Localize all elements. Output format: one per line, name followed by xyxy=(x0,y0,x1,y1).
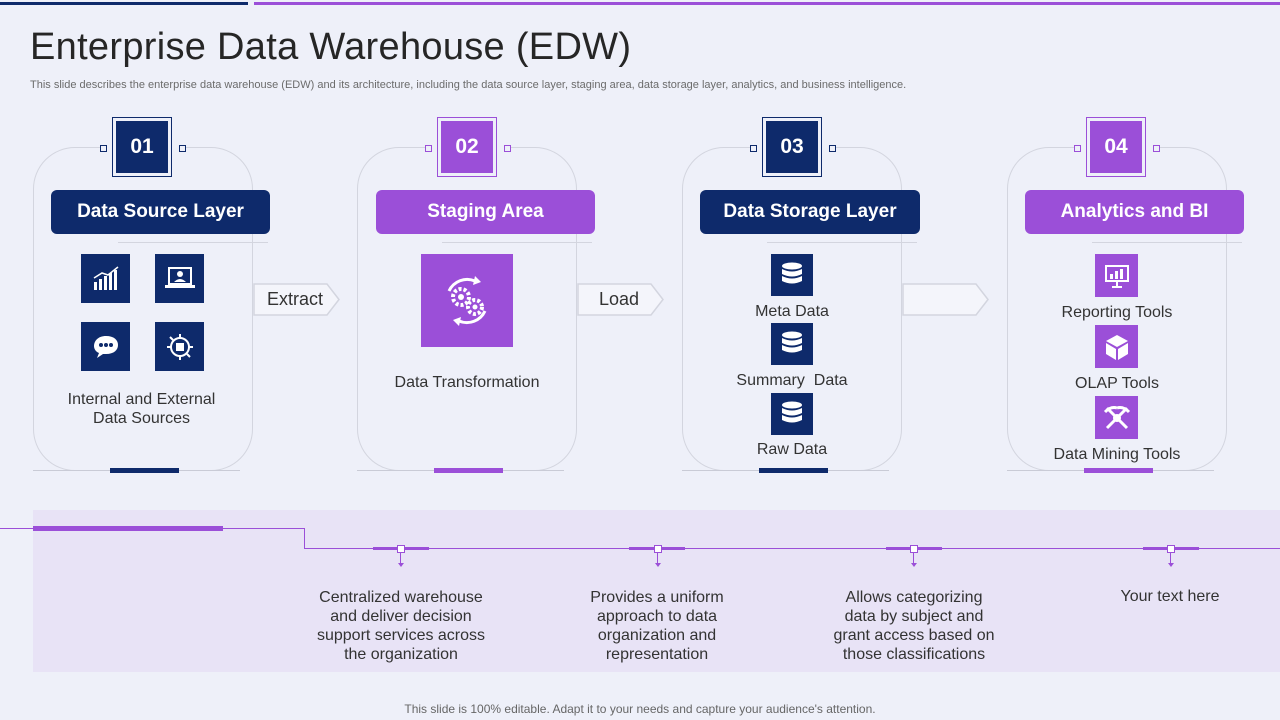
connector-dot xyxy=(179,145,186,152)
database-icon xyxy=(771,323,813,365)
label-line: Data Sources xyxy=(93,410,190,427)
load-arrow: Load xyxy=(577,283,665,316)
stage-title-button[interactable]: Data Storage Layer xyxy=(700,190,920,234)
analytics-item-label: Reporting Tools xyxy=(1061,304,1173,321)
card-accent-bar xyxy=(110,468,179,473)
cube-icon xyxy=(1095,325,1138,368)
mining-tools-icon xyxy=(1095,396,1138,439)
benefits-band xyxy=(33,510,1280,672)
label-line: Internal and External xyxy=(67,391,216,408)
chip-icon xyxy=(155,322,204,371)
chat-bubble-icon xyxy=(81,322,130,371)
stage-number-badge: 03 xyxy=(763,118,821,176)
connector-dot xyxy=(750,145,757,152)
connector-dot xyxy=(829,145,836,152)
storage-item-label: Raw Data xyxy=(756,441,828,458)
footer-note: This slide is 100% editable. Adapt it to… xyxy=(404,702,876,716)
arrow-label: Load xyxy=(599,289,640,309)
benefit-text: Your text here xyxy=(1120,588,1220,605)
stage-number-badge: 04 xyxy=(1087,118,1145,176)
stage-number-badge: 01 xyxy=(113,118,171,176)
page-title: Enterprise Data Warehouse (EDW) xyxy=(30,26,632,68)
analytics-item-label: Data Mining Tools xyxy=(1053,446,1181,463)
divider xyxy=(118,242,268,243)
storage-item-label: Summary Data xyxy=(736,372,848,389)
stage-number-badge: 02 xyxy=(438,118,496,176)
analytics-item-label: OLAP Tools xyxy=(1075,375,1159,392)
timeline-line xyxy=(304,548,1280,549)
arrow-label: Extract xyxy=(267,289,324,309)
gears-cycle-icon xyxy=(421,254,513,347)
database-icon xyxy=(771,254,813,296)
top-accent-bar-purple xyxy=(254,2,1280,5)
divider xyxy=(1092,242,1242,243)
stage-label: Data Transformation xyxy=(394,374,540,391)
page-subtitle: This slide describes the enterprise data… xyxy=(30,79,907,91)
connector-dot xyxy=(100,145,107,152)
connector-dot xyxy=(425,145,432,152)
divider xyxy=(442,242,592,243)
stage-label: Internal and External Data Sources xyxy=(40,390,243,428)
card-accent-bar xyxy=(759,468,828,473)
card-accent-bar xyxy=(434,468,503,473)
presentation-chart-icon xyxy=(1095,254,1138,297)
timeline-line xyxy=(304,528,305,549)
divider xyxy=(767,242,917,243)
stage-title-button[interactable]: Data Source Layer xyxy=(51,190,270,234)
connector-dot xyxy=(1153,145,1160,152)
laptop-user-icon xyxy=(155,254,204,303)
extract-arrow: Extract xyxy=(253,283,341,316)
connector-dot xyxy=(504,145,511,152)
database-icon xyxy=(771,393,813,435)
bar-chart-icon xyxy=(81,254,130,303)
blank-arrow xyxy=(902,283,990,316)
stage-title-button[interactable]: Analytics and BI xyxy=(1025,190,1244,234)
timeline-accent xyxy=(33,526,223,531)
stage-title-button[interactable]: Staging Area xyxy=(376,190,595,234)
card-accent-bar xyxy=(1084,468,1153,473)
storage-item-label: Meta Data xyxy=(755,303,829,320)
connector-dot xyxy=(1074,145,1081,152)
top-accent-bar-navy xyxy=(0,2,248,5)
